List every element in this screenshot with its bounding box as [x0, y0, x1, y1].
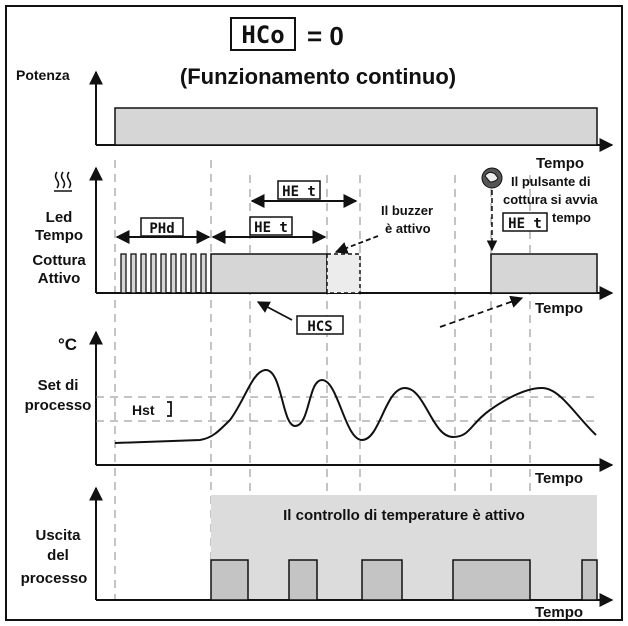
axis-label-tempo-4: Tempo: [535, 604, 583, 621]
panel-temperature: °C Set di processo Hst Tempo: [25, 330, 614, 487]
buzzer-block: [326, 253, 361, 294]
ht-mid-code: HE t: [254, 220, 288, 236]
led-on-block: [210, 253, 328, 294]
start-text-3: tempo: [552, 210, 591, 225]
label-uscita-1: Uscita: [35, 527, 81, 544]
buzzer-text-1: Il buzzer: [381, 203, 433, 218]
start-text-1: Il pulsante di: [511, 174, 590, 189]
header-code: HCo: [241, 21, 284, 49]
panel-potenza: Potenza Tempo: [16, 67, 614, 172]
control-active-band: [211, 495, 597, 600]
label-set-1: Set di: [38, 377, 79, 394]
hst-bracket: [167, 401, 172, 417]
blink-pulses: [120, 253, 207, 294]
buzzer-text-2: è attivo: [385, 221, 431, 236]
outer-frame: [5, 5, 623, 621]
label-set-2: processo: [25, 397, 92, 414]
ht-top-box: [277, 180, 321, 200]
label-led-3: Cottura: [32, 252, 86, 269]
output-pulses: [210, 559, 598, 601]
label-led-4: Attivo: [38, 270, 81, 287]
control-active-text: Il controllo di temperature è attivo: [283, 507, 525, 524]
label-hst: Hst: [132, 402, 155, 418]
ht-right-box: [502, 212, 548, 232]
header-display: HCo = 0 (Funzionamento continuo): [180, 17, 456, 89]
axis-label-tempo-1: Tempo: [536, 155, 584, 172]
label-led-2: Tempo: [35, 227, 83, 244]
label-degc: °C: [58, 335, 77, 354]
panel-output: Il controllo di temperature è attivo Usc…: [21, 486, 614, 621]
header-mode: (Funzionamento continuo): [180, 64, 456, 89]
header-equals: = 0: [307, 21, 344, 51]
label-potenza: Potenza: [16, 67, 70, 83]
buzzer-pointer: [334, 235, 379, 254]
ht-mid-box: [249, 216, 293, 236]
hcs-code: HCS: [307, 319, 332, 335]
led-on-block-2: [490, 253, 598, 294]
panel-led: Led Tempo Cottura Attivo PHd HE t: [32, 166, 614, 335]
phd-code: PHd: [149, 221, 174, 237]
label-uscita-3: processo: [21, 570, 88, 587]
hcs-pointer: [256, 301, 293, 321]
heat-waves-icon: [54, 171, 72, 192]
power-on-bar: [114, 107, 598, 146]
hcs-box: [296, 315, 344, 335]
ht-top-code: HE t: [282, 184, 316, 200]
restart-pointer: [439, 295, 524, 328]
label-uscita-2: del: [47, 547, 69, 564]
axis-label-tempo-3: Tempo: [535, 470, 583, 487]
label-led-1: Led: [46, 209, 73, 226]
axis-label-tempo-2: Tempo: [535, 300, 583, 317]
phd-box: [140, 217, 184, 237]
hand-press-icon: [481, 167, 503, 189]
ht-right-code: HE t: [508, 216, 542, 232]
display-box: [230, 17, 296, 51]
temperature-curve: [114, 369, 597, 444]
start-text-2: cottura si avvia: [503, 192, 598, 207]
